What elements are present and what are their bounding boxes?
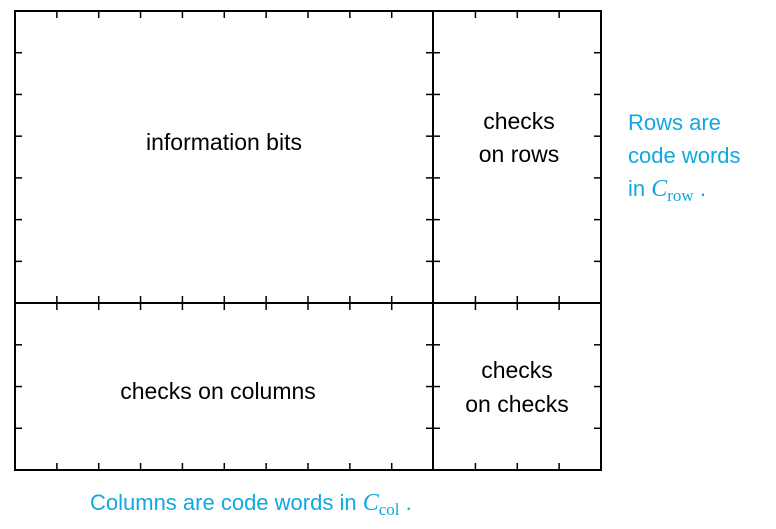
- column-caption-period: .: [399, 490, 411, 515]
- row-checks-label-line1: checks: [483, 108, 555, 134]
- column-code-subscript: col: [379, 500, 400, 519]
- row-caption: Rows are code words in Crow .: [628, 110, 741, 205]
- row-code-subscript: row: [667, 186, 694, 205]
- row-caption-line2: code words: [628, 143, 741, 168]
- row-caption-period: .: [694, 176, 706, 201]
- column-caption-text: Columns are code words in: [90, 490, 363, 515]
- row-caption-line1: Rows are: [628, 110, 721, 135]
- column-caption: Columns are code words in Ccol .: [90, 490, 412, 519]
- check-checks-label-line1: checks: [481, 357, 553, 383]
- column-code-symbol: C: [363, 490, 380, 516]
- row-caption-prefix: in: [628, 176, 651, 201]
- row-code-symbol: C: [651, 176, 668, 202]
- column-checks-label: checks on columns: [120, 378, 316, 404]
- information-bits-label: information bits: [146, 129, 302, 155]
- check-checks-label-line2: on checks: [465, 391, 569, 417]
- row-checks-label-line2: on rows: [479, 141, 560, 167]
- tick-marks: [15, 11, 601, 470]
- row-caption-line3: in Crow .: [628, 176, 706, 205]
